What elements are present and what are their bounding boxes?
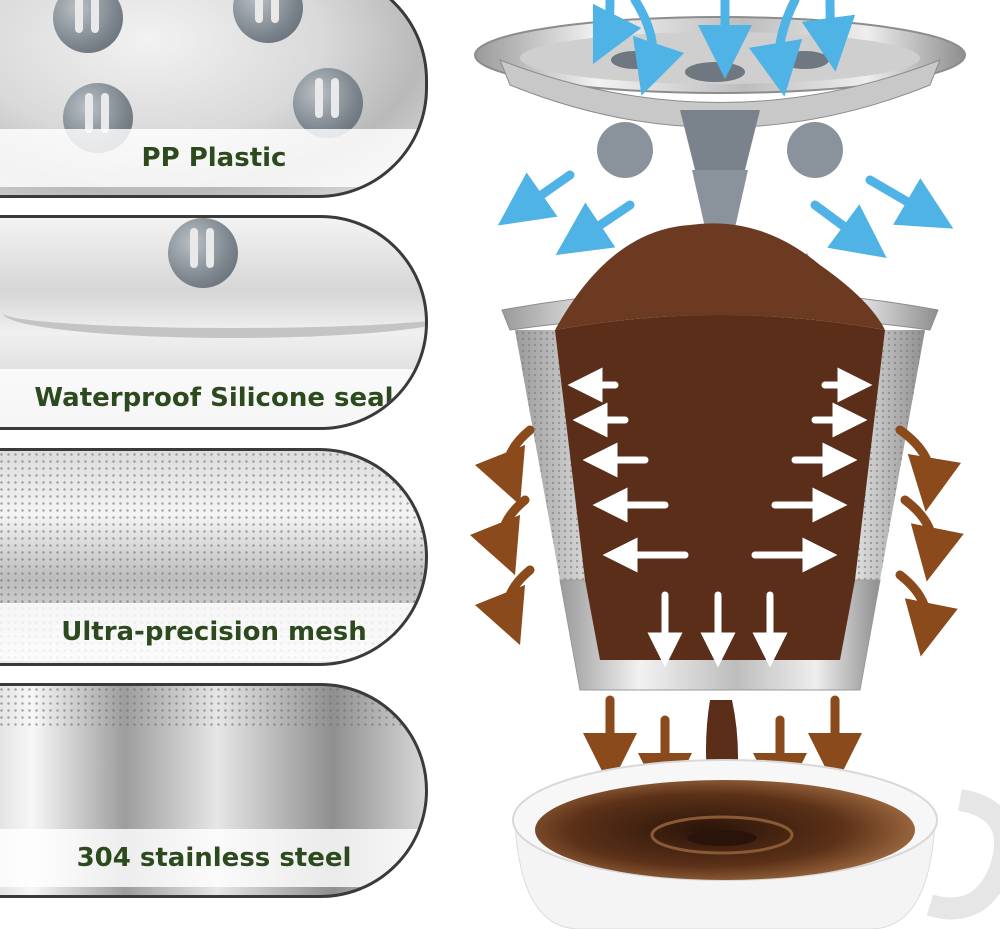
water-arrow	[555, 200, 635, 256]
feature-label: 304 stainless steel	[0, 829, 425, 887]
filter-lid	[474, 16, 966, 250]
feature-panel-stainless-steel: 304 stainless steel	[0, 683, 428, 898]
lid-nozzle-image	[168, 218, 238, 288]
feature-panel-mesh: Ultra-precision mesh	[0, 448, 428, 666]
water-arrow	[748, 0, 803, 97]
feature-panel-silicone-seal: Waterproof Silicone seal	[0, 215, 428, 430]
seal-ring-image	[3, 288, 425, 338]
water-arrow	[810, 200, 887, 259]
feature-label: Ultra-precision mesh	[0, 603, 425, 661]
water-arrow	[801, 0, 856, 72]
feature-label: Waterproof Silicone seal	[0, 369, 425, 427]
mesh-texture-image	[0, 686, 425, 726]
water-arrow	[497, 170, 575, 226]
lid-nozzle-image	[233, 0, 303, 43]
coffee-arrow	[895, 425, 962, 512]
coffee-filter-illustration	[469, 0, 1000, 929]
lid-nozzle-image	[53, 0, 123, 53]
coffee-arrow	[474, 565, 535, 646]
water-arrow	[630, 0, 685, 96]
coffee-arrow	[469, 495, 530, 576]
water-arrow	[865, 175, 954, 229]
feature-label: PP Plastic	[0, 129, 425, 187]
feature-panel-pp-plastic: PP Plastic	[0, 0, 428, 198]
lid-nozzle-image	[293, 68, 363, 138]
coffee-arrow	[895, 570, 958, 657]
filtration-arrows	[567, 367, 873, 668]
coffee-cup	[512, 759, 1000, 929]
water-arrow	[592, 0, 642, 65]
coffee-arrow	[900, 495, 964, 582]
coffee-arrow	[474, 425, 535, 506]
